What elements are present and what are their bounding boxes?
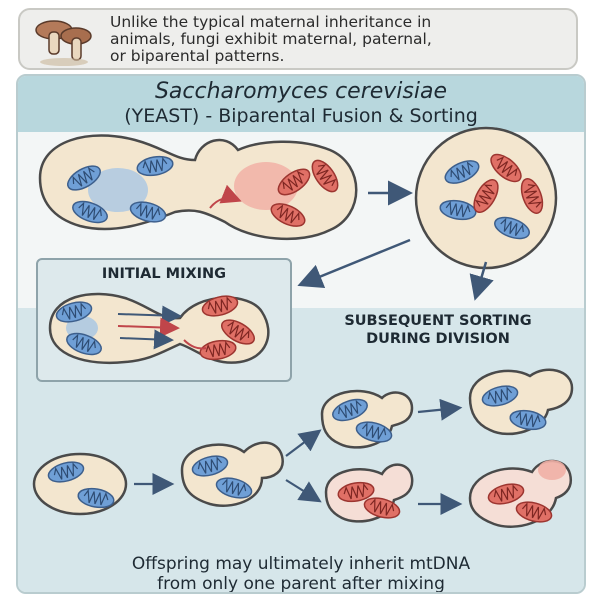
initial-mixing-box: INITIAL MIXING — [36, 258, 292, 382]
subsequent-sorting-label: SUBSEQUENT SORTING DURING DIVISION — [344, 313, 532, 347]
main-panel: Saccharomyces cerevisiae (YEAST) - Bipar… — [16, 74, 586, 594]
initial-mixing-label: INITIAL MIXING — [101, 266, 227, 282]
title-subtitle: (YEAST) - Biparental Fusion & Sorting — [124, 105, 478, 127]
title-band: Saccharomyces cerevisiae (YEAST) - Bipar… — [18, 76, 584, 132]
footer-caption: Offspring may ultimately inherit mtDNA f… — [131, 554, 471, 594]
title-species: Saccharomyces cerevisiae — [154, 79, 448, 104]
mushroom-icon — [35, 20, 92, 66]
intro-note: Unlike the typical maternal inheritance … — [18, 8, 578, 70]
intro-note-text: Unlike the typical maternal inheritance … — [110, 13, 432, 65]
